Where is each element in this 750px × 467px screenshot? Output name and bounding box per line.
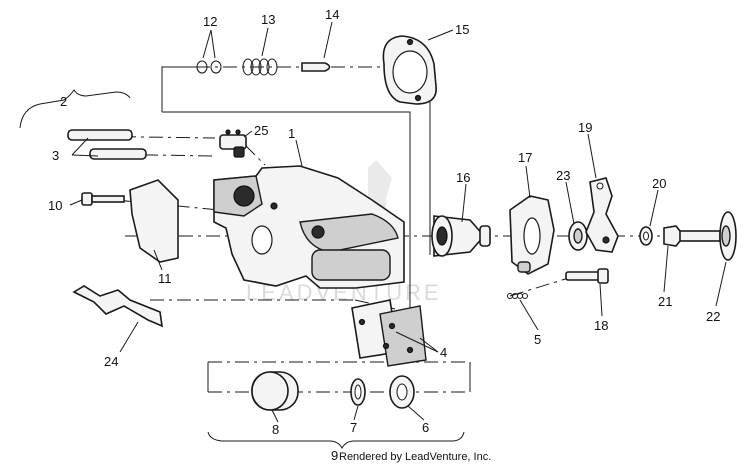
part-1-caliper-body bbox=[213, 165, 405, 289]
part-12-orings bbox=[196, 60, 222, 74]
callout-5: 5 bbox=[534, 332, 541, 347]
part-16-boot bbox=[431, 215, 491, 257]
callout-7: 7 bbox=[350, 420, 357, 435]
part-10-bolt bbox=[81, 192, 125, 206]
part-24-clip bbox=[72, 285, 163, 328]
callout-12: 12 bbox=[203, 14, 217, 29]
part-8-piston bbox=[251, 371, 299, 411]
part-3-pins bbox=[67, 129, 147, 160]
callout-9: 9 bbox=[331, 448, 338, 463]
part-6-boot bbox=[389, 375, 415, 409]
callout-4: 4 bbox=[440, 345, 447, 360]
part-25-fitting bbox=[219, 129, 247, 158]
part-19-lever bbox=[585, 177, 619, 253]
callout-13: 13 bbox=[261, 12, 275, 27]
callout-23: 23 bbox=[556, 168, 570, 183]
callout-22: 22 bbox=[706, 309, 720, 324]
part-7-seal bbox=[350, 378, 366, 406]
callout-2: 2 bbox=[60, 94, 67, 109]
callout-24: 24 bbox=[104, 354, 118, 369]
callout-19: 19 bbox=[578, 120, 592, 135]
callout-20: 20 bbox=[652, 176, 666, 191]
part-17-housing bbox=[509, 195, 555, 275]
callout-14: 14 bbox=[325, 7, 339, 22]
callout-11: 11 bbox=[158, 271, 172, 286]
part-5-spring bbox=[507, 293, 528, 299]
credit-text: Rendered by LeadVenture, Inc. bbox=[339, 451, 492, 463]
callout-25: 25 bbox=[254, 123, 268, 138]
bracket-2 bbox=[19, 89, 131, 129]
callout-3: 3 bbox=[52, 148, 59, 163]
callout-1: 1 bbox=[288, 126, 295, 141]
callout-10: 10 bbox=[48, 198, 62, 213]
part-23-washer bbox=[568, 221, 588, 251]
callout-labels: 1 2 3 4 5 6 7 8 9 10 11 12 13 14 15 16 1… bbox=[48, 7, 720, 463]
part-18-bolt bbox=[565, 268, 609, 284]
part-20-washer bbox=[639, 226, 653, 246]
part-13-spring bbox=[242, 58, 278, 76]
leader-lines bbox=[69, 21, 727, 423]
callout-18: 18 bbox=[594, 318, 608, 333]
bracket-9 bbox=[207, 431, 465, 450]
part-4-pads bbox=[351, 299, 427, 367]
part-15-gasket bbox=[382, 35, 437, 105]
callout-16: 16 bbox=[456, 170, 470, 185]
part-11-plate bbox=[129, 179, 179, 263]
callout-17: 17 bbox=[518, 150, 532, 165]
callout-6: 6 bbox=[422, 420, 429, 435]
callout-8: 8 bbox=[272, 422, 279, 437]
callout-21: 21 bbox=[658, 294, 672, 309]
callout-15: 15 bbox=[455, 22, 469, 37]
part-22-knob bbox=[679, 211, 737, 261]
part-14-pin bbox=[301, 62, 331, 72]
